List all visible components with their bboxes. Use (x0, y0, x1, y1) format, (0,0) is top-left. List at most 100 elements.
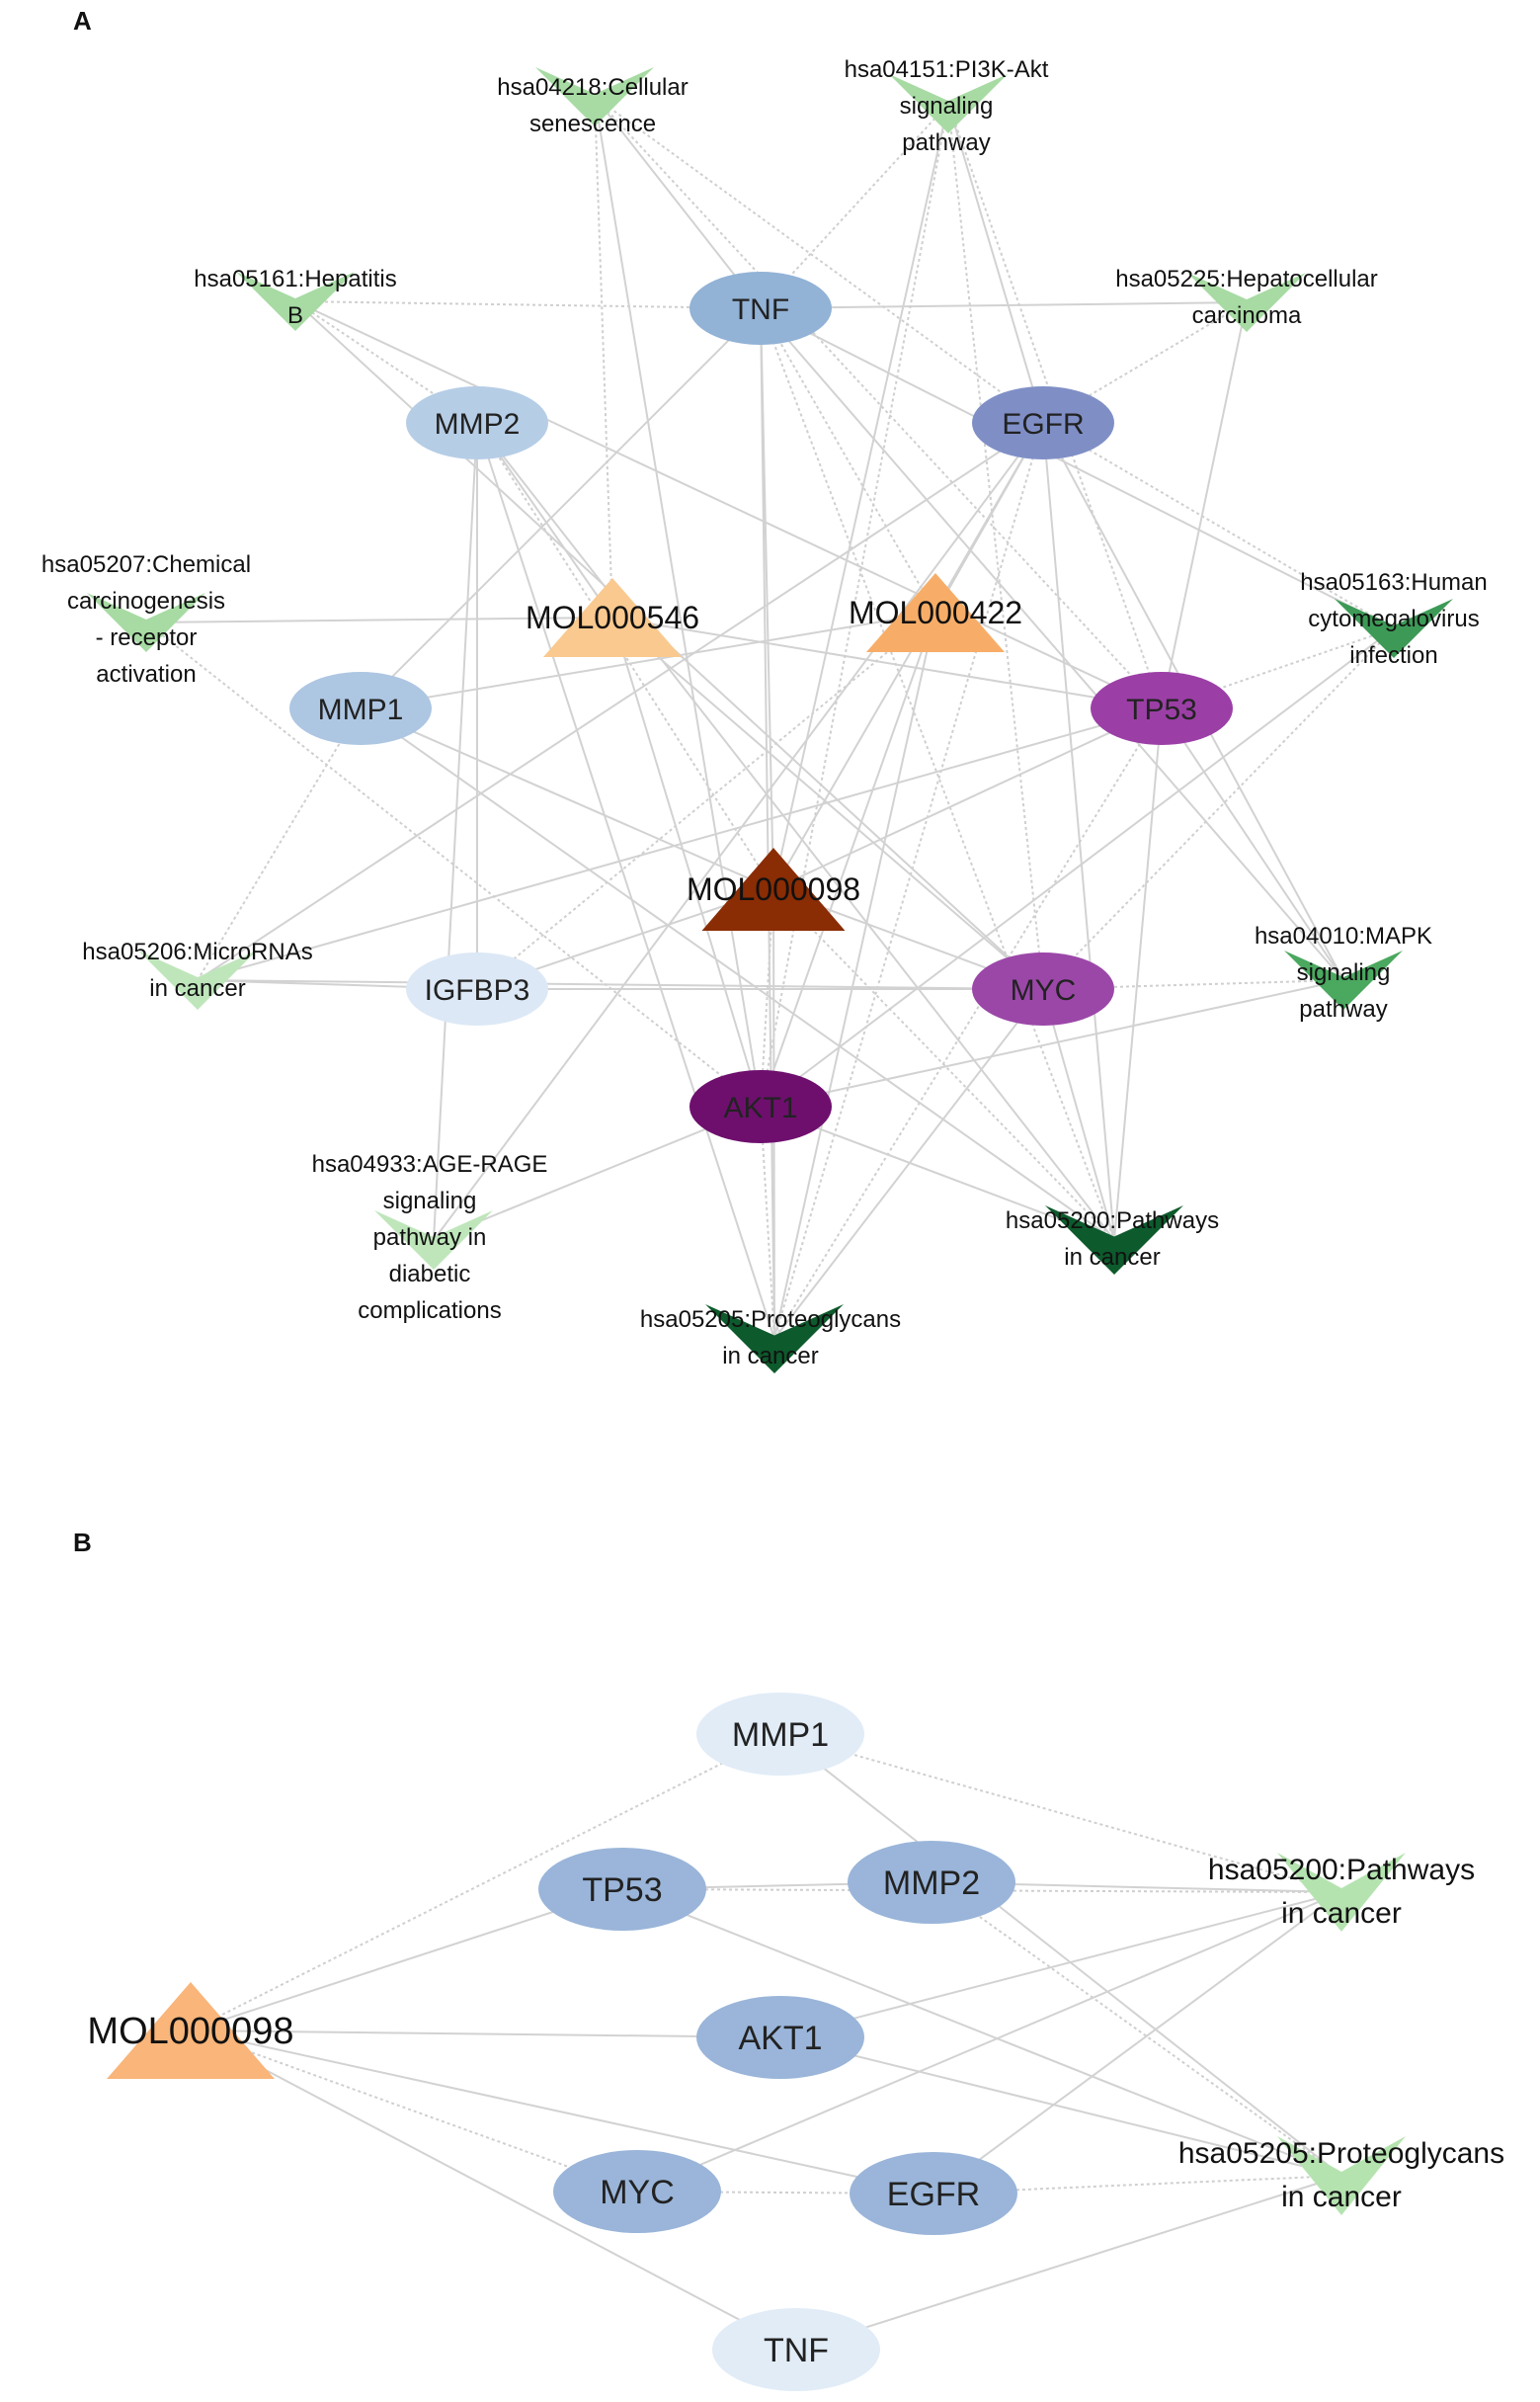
panel-a-node-mol000422: MOL000422 (849, 573, 1022, 652)
panel-a-hsa04933-label-line: signaling (383, 1188, 477, 1214)
panel-a-edge-mmp2-hsa05200 (476, 422, 1115, 1241)
panel-a-hsa05207-label-line: hsa05207:Chemical (41, 551, 251, 578)
panel-b-edge-mol000098-akt1 (190, 2029, 781, 2038)
panel-a-hsa04933-v-shape (374, 1210, 493, 1270)
panel-a-edge-akt1-hsa05163 (760, 627, 1395, 1108)
panel-a-mmp1-label: MMP1 (318, 694, 404, 726)
panel-a-hsa05207-label-line: - receptor (96, 624, 198, 651)
panel-a-edge-mol000098-hsa05200 (772, 888, 1115, 1241)
panel-a-edge-mol000098-hsa04151 (772, 103, 949, 890)
panel-a-edge-akt1-hsa05200 (760, 1106, 1115, 1241)
panel-a-edge-tnf-hsa05225 (760, 301, 1248, 309)
panel-a-hsa05206-v-shape (138, 951, 257, 1010)
panel-a-hsa05207-label-line: carcinogenesis (67, 588, 225, 615)
panel-b-node-tnf: TNF (712, 2308, 880, 2391)
panel-b-node-mmp1: MMP1 (696, 1693, 864, 1776)
panel-a-mmp2-label: MMP2 (435, 408, 521, 441)
panel-b-tnf-ellipse (712, 2308, 880, 2391)
panel-b-edge-myc-hsa05200 (636, 1891, 1342, 2193)
panel-a-myc-label: MYC (1011, 974, 1077, 1007)
panel-a-edge-tnf-hsa05163 (760, 307, 1395, 629)
panel-b-edge-mol000098-myc (190, 2029, 638, 2193)
panel-b-mmp1-label: MMP1 (732, 1716, 829, 1754)
panel-a-edge-myc-hsa05206 (197, 979, 1044, 990)
panel-b-akt1-label: AKT1 (738, 2020, 822, 2057)
panel-a-edge-mmp1-mol000422 (360, 612, 936, 709)
panel-a-mmp1-ellipse (289, 672, 432, 745)
panel-b-node-mmp2: MMP2 (848, 1841, 1015, 1924)
panel-a-edge-egfr-hsa05205 (773, 422, 1044, 1340)
panel-a-edge-mmp2-hsa05205 (476, 422, 775, 1340)
panel-a-hsa05163-label-line: hsa05163:Human (1300, 569, 1487, 596)
panel-b-myc-ellipse (553, 2150, 721, 2233)
panel-a-hsa05207-label-line: activation (96, 661, 196, 688)
panel-a-edge-igfbp3-mol000422 (476, 612, 936, 990)
panel-a-myc-ellipse (972, 953, 1114, 1026)
panel-a-edge-tnf-mol000422 (760, 307, 936, 614)
panel-a-hsa05207-v-shape (87, 593, 205, 652)
panel-a-edge-akt1-hsa04151 (760, 103, 949, 1108)
panel-a-edge-tp53-hsa05200 (1113, 707, 1163, 1241)
panel-a-edge-tnf-hsa05205 (760, 307, 775, 1340)
panel-a-hsa05206-label-line: hsa05206:MicroRNAs (82, 939, 312, 965)
panel-a-hsa04933-label-line: pathway in (373, 1224, 487, 1251)
panel-b-myc-label: MYC (600, 2174, 675, 2211)
panel-a-tnf-label: TNF (732, 293, 789, 326)
panel-a-edge-myc-hsa05205 (773, 988, 1044, 1340)
panel-a-node-igfbp3: IGFBP3 (406, 953, 548, 1026)
panel-a-mol000422-label: MOL000422 (849, 595, 1022, 630)
panel-a-hsa05207-label: hsa05207:Chemical carcinogenesis - recepto… (41, 551, 251, 688)
panel-a-tp53-ellipse (1091, 672, 1233, 745)
panel-a-edge-mol000546-hsa04218 (594, 96, 613, 619)
panel-a-edge-myc-mol000546 (611, 617, 1044, 990)
panel-a-edge-tnf-hsa05200 (760, 307, 1115, 1241)
panel-a-edge-tnf-mmp1 (360, 307, 762, 709)
panel-a-hsa04151-v-shape (889, 74, 1008, 133)
panel-a-edge-myc-hsa04151 (947, 103, 1044, 990)
panel-a-node-egfr: EGFR (972, 386, 1114, 459)
panel-b-tp53-ellipse (538, 1848, 706, 1931)
panel-a-hsa05225-v-shape (1187, 273, 1306, 332)
panel-b-hsa05200-v-shape (1277, 1853, 1406, 1932)
panel-a-edge-myc-hsa05163 (1042, 627, 1395, 990)
panel-a-node-akt1: AKT1 (689, 1070, 832, 1143)
panel-a-tp53-label: TP53 (1126, 694, 1197, 726)
panel-a-tnf-ellipse (689, 272, 832, 345)
panel-b-edge-akt1-hsa05205 (779, 2036, 1342, 2177)
panel-a-edge-egfr-hsa05163 (1042, 422, 1395, 629)
panel-a-edge-tp53-hsa05225 (1161, 301, 1248, 709)
panel-a-edge-egfr-hsa05225 (1042, 301, 1248, 424)
panel-a-edges (145, 96, 1395, 1340)
panel-a-edge-egfr-hsa05200 (1042, 422, 1115, 1241)
panel-a-hsa04218-v-shape (535, 67, 654, 126)
panel-a-egfr-ellipse (972, 386, 1114, 459)
panel-a-edge-akt1-hsa04218 (594, 96, 762, 1108)
panel-a-letter: A (73, 6, 92, 36)
panel-b-egfr-ellipse (850, 2152, 1017, 2235)
panel-a-mol000098-triangle (701, 848, 846, 931)
panel-a-node-mol000546: MOL000546 (526, 578, 699, 657)
panel-a-hsa04218-label-line: hsa04218:Cellular (497, 74, 688, 101)
panel-b-node-myc: MYC (553, 2150, 721, 2233)
panel-a-node-hsa05207: hsa05207:Chemical carcinogenesis - recepto… (41, 551, 251, 688)
panel-a-edge-tp53-hsa04010 (1161, 707, 1344, 981)
panel-a-edge-tnf-hsa05161 (294, 300, 762, 309)
